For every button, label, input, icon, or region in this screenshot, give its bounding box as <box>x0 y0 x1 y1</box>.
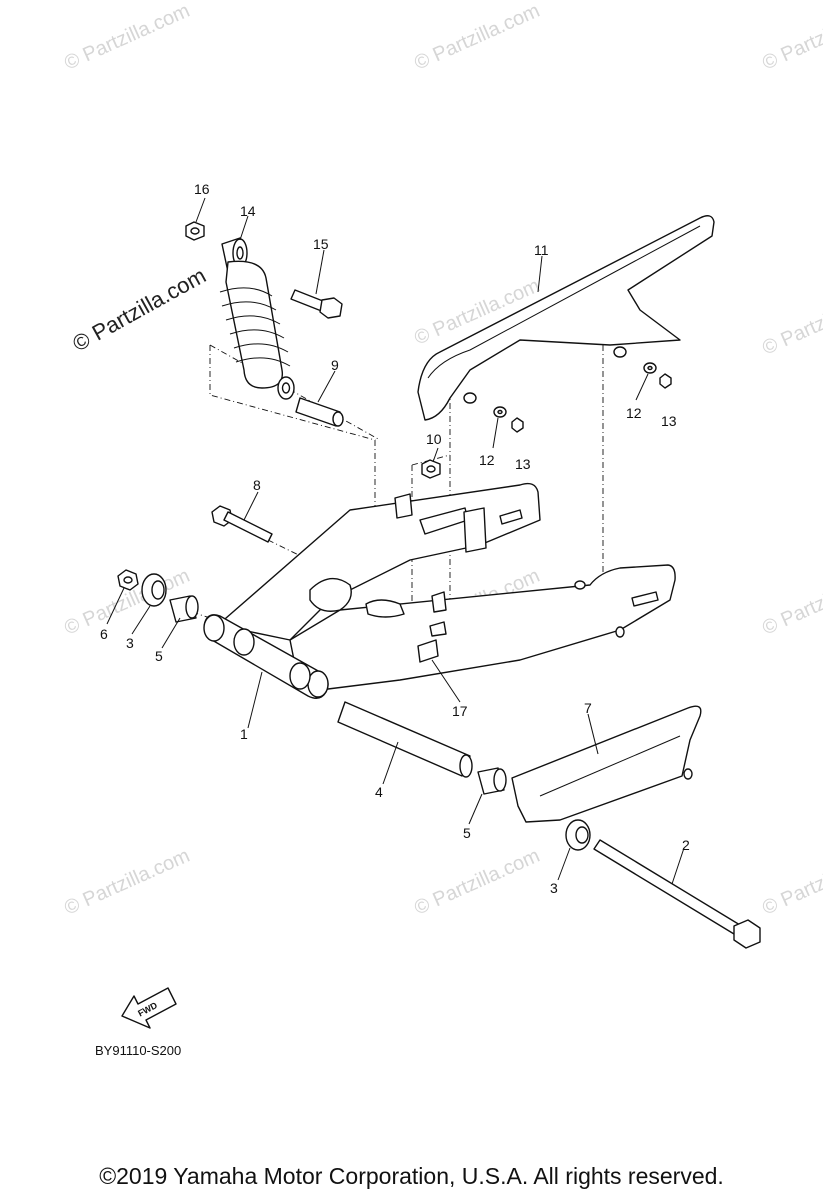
watermark-prominent: © Partzilla.com <box>68 263 210 357</box>
callout-10[interactable]: 10 <box>426 431 442 447</box>
callout-9[interactable]: 9 <box>331 357 339 373</box>
callout-7[interactable]: 7 <box>584 700 592 716</box>
bolt-part-8[interactable] <box>211 505 273 543</box>
rear-arm-part-1[interactable] <box>203 482 676 699</box>
callout-12[interactable]: 12 <box>626 405 642 421</box>
watermark: © Partzilla.com <box>759 0 823 75</box>
washer-part-12[interactable] <box>643 362 657 374</box>
collar-part-9[interactable] <box>295 397 344 427</box>
bolt-part-15[interactable] <box>290 289 343 319</box>
watermark: © Partzilla.com <box>61 845 193 920</box>
callout-17[interactable]: 17 <box>452 703 468 719</box>
oil-seal-part-3[interactable] <box>565 819 591 851</box>
watermark: © Partzilla.com <box>411 845 543 920</box>
watermark-layer: © Partzilla.com © Partzilla.com © Partzi… <box>61 0 823 920</box>
callout-13[interactable]: 13 <box>661 413 677 429</box>
copyright-notice: ©2019 Yamaha Motor Corporation, U.S.A. A… <box>99 1163 724 1189</box>
screw-part-13[interactable] <box>659 373 672 389</box>
callout-13[interactable]: 13 <box>515 456 531 472</box>
callout-11[interactable]: 11 <box>534 242 549 258</box>
chain-guard-part-11[interactable] <box>417 215 715 421</box>
screw-part-13[interactable] <box>511 417 524 433</box>
callout-1[interactable]: 1 <box>240 726 248 742</box>
label-part-17[interactable] <box>417 639 439 663</box>
fwd-arrow-icon: FWD <box>121 987 177 1029</box>
pivot-shaft-part-2[interactable] <box>593 839 761 949</box>
chain-guard-lower-part-7[interactable] <box>511 705 702 823</box>
rear-shock-absorber[interactable] <box>219 260 295 400</box>
callout-15[interactable]: 15 <box>313 236 329 252</box>
bearing-part-5[interactable] <box>169 595 199 623</box>
callout-8[interactable]: 8 <box>253 477 261 493</box>
callout-14[interactable]: 14 <box>240 203 256 219</box>
callout-4[interactable]: 4 <box>375 784 383 800</box>
callout-5[interactable]: 5 <box>463 825 471 841</box>
watermark: © Partzilla.com <box>61 0 193 75</box>
callout-6[interactable]: 6 <box>100 626 108 642</box>
nut-part-16[interactable] <box>185 221 205 241</box>
callout-5[interactable]: 5 <box>155 648 163 664</box>
oil-seal-part-3[interactable] <box>141 573 167 607</box>
nut-part-6[interactable] <box>117 569 139 591</box>
callout-3[interactable]: 3 <box>126 635 134 651</box>
watermark: © Partzilla.com <box>759 565 823 640</box>
leader-lines <box>106 197 685 885</box>
bearing-part-5[interactable] <box>477 767 507 795</box>
callout-12[interactable]: 12 <box>479 452 495 468</box>
callout-labels: 16 14 15 11 9 10 12 13 12 13 8 6 3 5 1 1… <box>100 181 690 896</box>
watermark: © Partzilla.com <box>759 845 823 920</box>
callout-16[interactable]: 16 <box>194 181 210 197</box>
callout-3[interactable]: 3 <box>550 880 558 896</box>
watermark: © Partzilla.com <box>411 0 543 75</box>
nut-part-10[interactable] <box>421 459 441 479</box>
washer-part-12[interactable] <box>493 406 507 418</box>
collar-part-4[interactable] <box>337 701 473 778</box>
watermark: © Partzilla.com <box>759 285 823 360</box>
callout-2[interactable]: 2 <box>682 837 690 853</box>
diagram-code: BY91110-S200 <box>95 1043 182 1058</box>
